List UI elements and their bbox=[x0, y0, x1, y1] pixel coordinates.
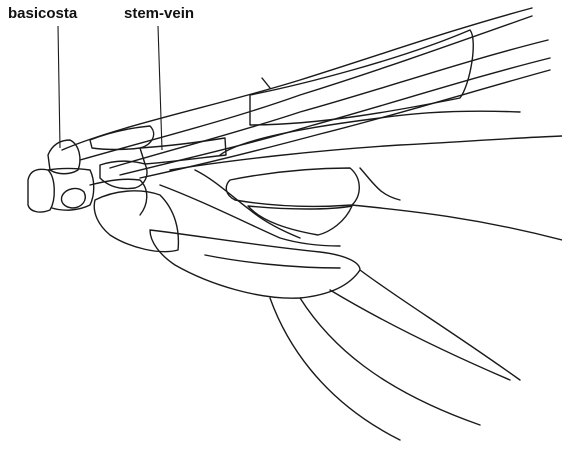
base-sclerite-oval bbox=[61, 189, 85, 208]
basicosta-leader-line bbox=[58, 26, 60, 148]
calypter-lobe bbox=[150, 230, 360, 298]
stem-vein-region bbox=[140, 138, 226, 164]
alula-lobe bbox=[94, 191, 178, 252]
cubitus-vein bbox=[352, 205, 562, 240]
basicosta-knob bbox=[28, 169, 54, 212]
median-cell bbox=[226, 168, 359, 206]
cross-vein-mid bbox=[360, 168, 400, 200]
posterior-lobe-3 bbox=[360, 270, 520, 380]
base-fold bbox=[90, 179, 147, 215]
basicosta-label: basicosta bbox=[8, 6, 77, 21]
posterior-lobe-4 bbox=[330, 290, 510, 380]
stem-vein-leader-line bbox=[158, 26, 162, 150]
calypter-fold bbox=[205, 255, 340, 268]
stem-vein-label: stem-vein bbox=[124, 6, 194, 21]
subcostal-vein bbox=[110, 40, 548, 168]
anal-cross-vein bbox=[195, 170, 300, 238]
radial-vein-inner bbox=[140, 70, 550, 178]
cross-vein-upper bbox=[262, 78, 270, 88]
posterior-lobe-1 bbox=[270, 298, 400, 440]
radial-vein bbox=[120, 58, 550, 175]
posterior-lobe-2 bbox=[300, 298, 480, 425]
posterior-vein bbox=[160, 185, 340, 246]
median-vein bbox=[170, 136, 562, 170]
